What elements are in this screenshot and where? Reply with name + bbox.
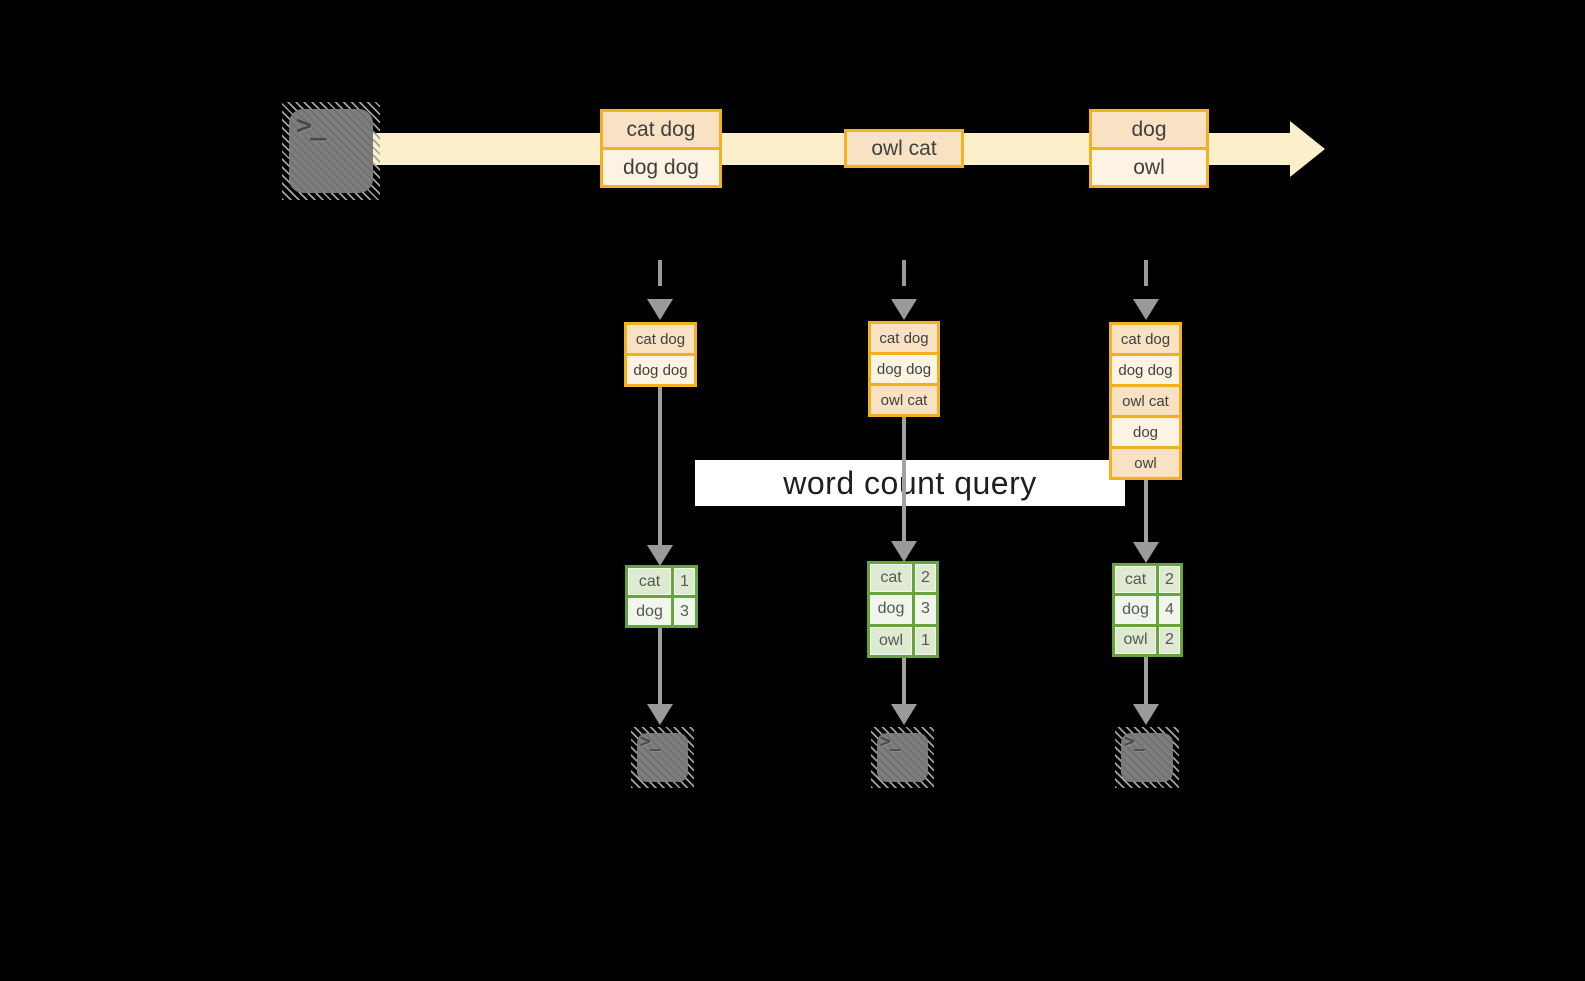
event-box-2: owl cat bbox=[844, 129, 964, 168]
buffer-row: owl cat bbox=[871, 383, 937, 414]
sink-terminal-icon-2: >_ bbox=[871, 727, 934, 788]
word-cell: dog bbox=[1115, 596, 1156, 624]
arrow-line bbox=[902, 417, 906, 543]
terminal-prompt-icon: >_ bbox=[640, 731, 661, 752]
count-cell: 2 bbox=[1159, 566, 1180, 594]
terminal-screen bbox=[637, 733, 688, 782]
dashed-arrow-head-icon bbox=[647, 299, 673, 320]
dashed-arrow-head-icon bbox=[891, 299, 917, 320]
count-cell: 4 bbox=[1159, 596, 1180, 624]
count-cell: 3 bbox=[674, 598, 695, 625]
word-cell: cat bbox=[628, 568, 671, 595]
count-table-1: cat 1 dog 3 bbox=[625, 565, 698, 628]
event-line: dog dog bbox=[603, 147, 719, 185]
count-row: cat 1 bbox=[628, 568, 695, 595]
count-cell: 3 bbox=[915, 595, 936, 624]
timeline-arrowhead-icon bbox=[1290, 121, 1325, 177]
count-row: owl 1 bbox=[870, 626, 936, 655]
count-cell: 1 bbox=[674, 568, 695, 595]
word-cell: cat bbox=[870, 564, 912, 593]
event-line: cat dog bbox=[603, 112, 719, 147]
buffer-row: dog dog bbox=[1112, 353, 1179, 384]
arrow-line bbox=[902, 658, 906, 706]
count-cell: 1 bbox=[915, 626, 936, 655]
buffer-row: dog bbox=[1112, 415, 1179, 446]
terminal-screen bbox=[1121, 733, 1173, 782]
terminal-screen bbox=[877, 733, 928, 782]
event-line: owl cat bbox=[847, 132, 961, 165]
word-cell: owl bbox=[870, 626, 912, 655]
arrow-line bbox=[658, 628, 662, 706]
word-cell: cat bbox=[1115, 566, 1156, 594]
buffer-row: dog dog bbox=[871, 352, 937, 383]
source-terminal-icon: >_ bbox=[282, 102, 380, 200]
buffer-row: owl cat bbox=[1112, 384, 1179, 415]
count-cell: 2 bbox=[915, 564, 936, 593]
buffer-row: cat dog bbox=[871, 324, 937, 352]
count-row: cat 2 bbox=[1115, 566, 1180, 594]
word-cell: dog bbox=[628, 598, 671, 625]
event-box-1: cat dog dog dog bbox=[600, 109, 722, 188]
sink-terminal-icon-3: >_ bbox=[1115, 727, 1179, 788]
arrow-head-icon bbox=[647, 704, 673, 725]
count-table-3: cat 2 dog 4 owl 2 bbox=[1112, 563, 1183, 657]
event-box-3: dog owl bbox=[1089, 109, 1209, 188]
buffer-row: dog dog bbox=[627, 353, 694, 384]
count-row: dog 3 bbox=[870, 595, 936, 624]
word-cell: dog bbox=[870, 595, 912, 624]
arrow-head-icon bbox=[1133, 704, 1159, 725]
word-cell: owl bbox=[1115, 626, 1156, 654]
buffer-stack-1: cat dog dog dog bbox=[624, 322, 697, 387]
dashed-arrow-line bbox=[902, 260, 906, 300]
buffer-stack-2: cat dog dog dog owl cat bbox=[868, 321, 940, 417]
terminal-screen bbox=[289, 109, 373, 193]
count-row: dog 4 bbox=[1115, 596, 1180, 624]
buffer-row: cat dog bbox=[627, 325, 694, 353]
arrow-head-icon bbox=[891, 704, 917, 725]
count-row: dog 3 bbox=[628, 598, 695, 625]
arrow-line bbox=[1144, 480, 1148, 543]
arrow-line bbox=[1144, 655, 1148, 706]
buffer-row: owl bbox=[1112, 446, 1179, 477]
arrow-head-icon bbox=[647, 545, 673, 566]
dashed-arrow-line bbox=[1144, 260, 1148, 300]
word-count-query-banner: word count query bbox=[695, 460, 1125, 506]
terminal-prompt-icon: >_ bbox=[296, 110, 326, 141]
buffer-row: cat dog bbox=[1112, 325, 1179, 353]
dashed-arrow-line bbox=[658, 260, 662, 300]
count-cell: 2 bbox=[1159, 626, 1180, 654]
dashed-arrow-head-icon bbox=[1133, 299, 1159, 320]
buffer-stack-3: cat dog dog dog owl cat dog owl bbox=[1109, 322, 1182, 480]
count-row: owl 2 bbox=[1115, 626, 1180, 654]
terminal-prompt-icon: >_ bbox=[880, 731, 901, 752]
arrow-line bbox=[658, 386, 662, 546]
count-table-2: cat 2 dog 3 owl 1 bbox=[867, 561, 939, 658]
terminal-prompt-icon: >_ bbox=[1124, 731, 1145, 752]
event-line: owl bbox=[1092, 147, 1206, 185]
sink-terminal-icon-1: >_ bbox=[631, 727, 694, 788]
arrow-head-icon bbox=[891, 541, 917, 562]
count-row: cat 2 bbox=[870, 564, 936, 593]
event-line: dog bbox=[1092, 112, 1206, 147]
arrow-head-icon bbox=[1133, 542, 1159, 563]
